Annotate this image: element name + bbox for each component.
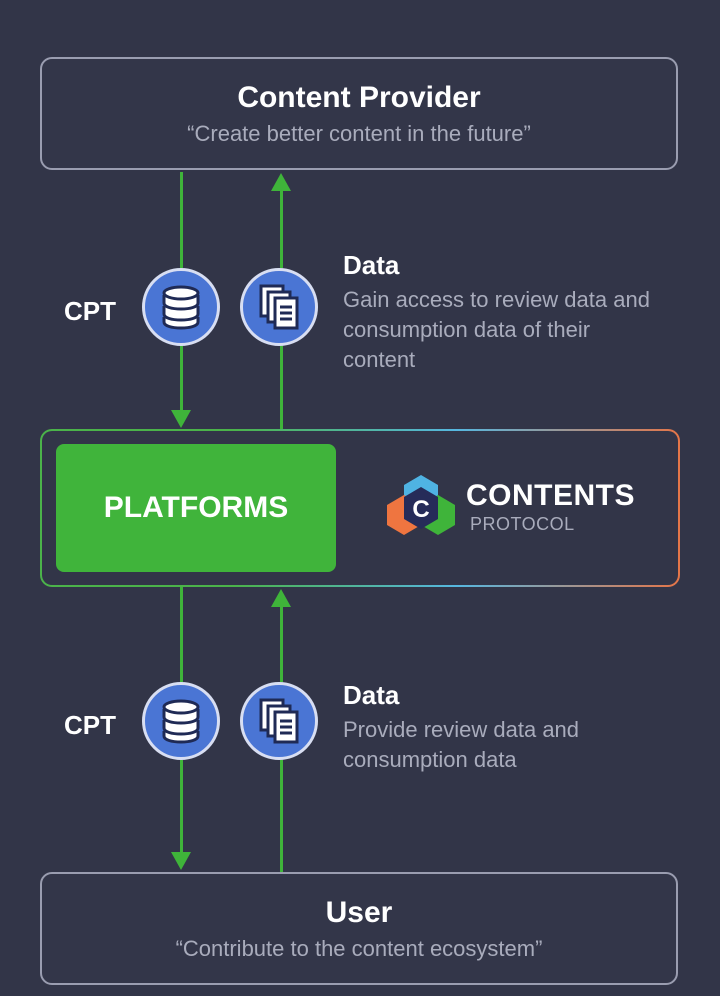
data-description-top: Gain access to review data and consumpti… <box>343 287 650 372</box>
data-up-arrow-top <box>271 173 291 191</box>
data-up-line-bottom-top <box>280 606 283 682</box>
cpt-token-circle-top <box>142 268 220 346</box>
contents-protocol-logo-icon: C <box>387 475 455 535</box>
content-provider-subtitle: “Create better content in the future” <box>187 121 531 146</box>
cpt-label-top: CPT <box>64 296 116 326</box>
cpt-down-line-bottom-top <box>180 587 183 682</box>
platforms-block: PLATFORMS <box>56 444 336 572</box>
cpt-down-arrow-bottom <box>171 852 191 870</box>
logo-letter: C <box>412 496 429 523</box>
platform-frame: PLATFORMS C CONTENTS PROTOCOL <box>40 429 680 587</box>
user-subtitle: “Contribute to the content ecosystem” <box>175 936 543 961</box>
documents-icon <box>259 698 299 744</box>
database-icon <box>162 285 200 330</box>
data-up-line-bottom-mid <box>280 760 283 872</box>
data-circle-bottom <box>240 682 318 760</box>
documents-icon <box>259 284 299 330</box>
cpt-down-line-top <box>180 172 183 268</box>
data-title-top: Data <box>343 250 400 280</box>
logo-word-contents: CONTENTS <box>466 479 635 512</box>
data-description-bottom: Provide review data and consumption data <box>343 717 580 772</box>
data-title-bottom: Data <box>343 680 400 710</box>
data-circle-top <box>240 268 318 346</box>
user-title: User <box>325 896 393 929</box>
logo-word-protocol: PROTOCOL <box>470 514 575 534</box>
cpt-down-line-bottom-mid <box>180 760 183 854</box>
content-provider-box: Content Provider “Create better content … <box>40 57 678 170</box>
user-box: User “Contribute to the content ecosyste… <box>40 872 678 985</box>
database-icon <box>162 699 200 744</box>
cpt-down-line-mid <box>180 346 183 412</box>
data-up-line-mid <box>280 346 283 430</box>
data-up-arrow-bottom <box>271 589 291 607</box>
data-up-line-top <box>280 190 283 268</box>
cpt-label-bottom: CPT <box>64 710 116 740</box>
cpt-token-circle-bottom <box>142 682 220 760</box>
content-provider-title: Content Provider <box>237 81 481 114</box>
platform-inner: PLATFORMS C CONTENTS PROTOCOL <box>42 431 678 585</box>
cpt-down-arrow-top <box>171 410 191 428</box>
